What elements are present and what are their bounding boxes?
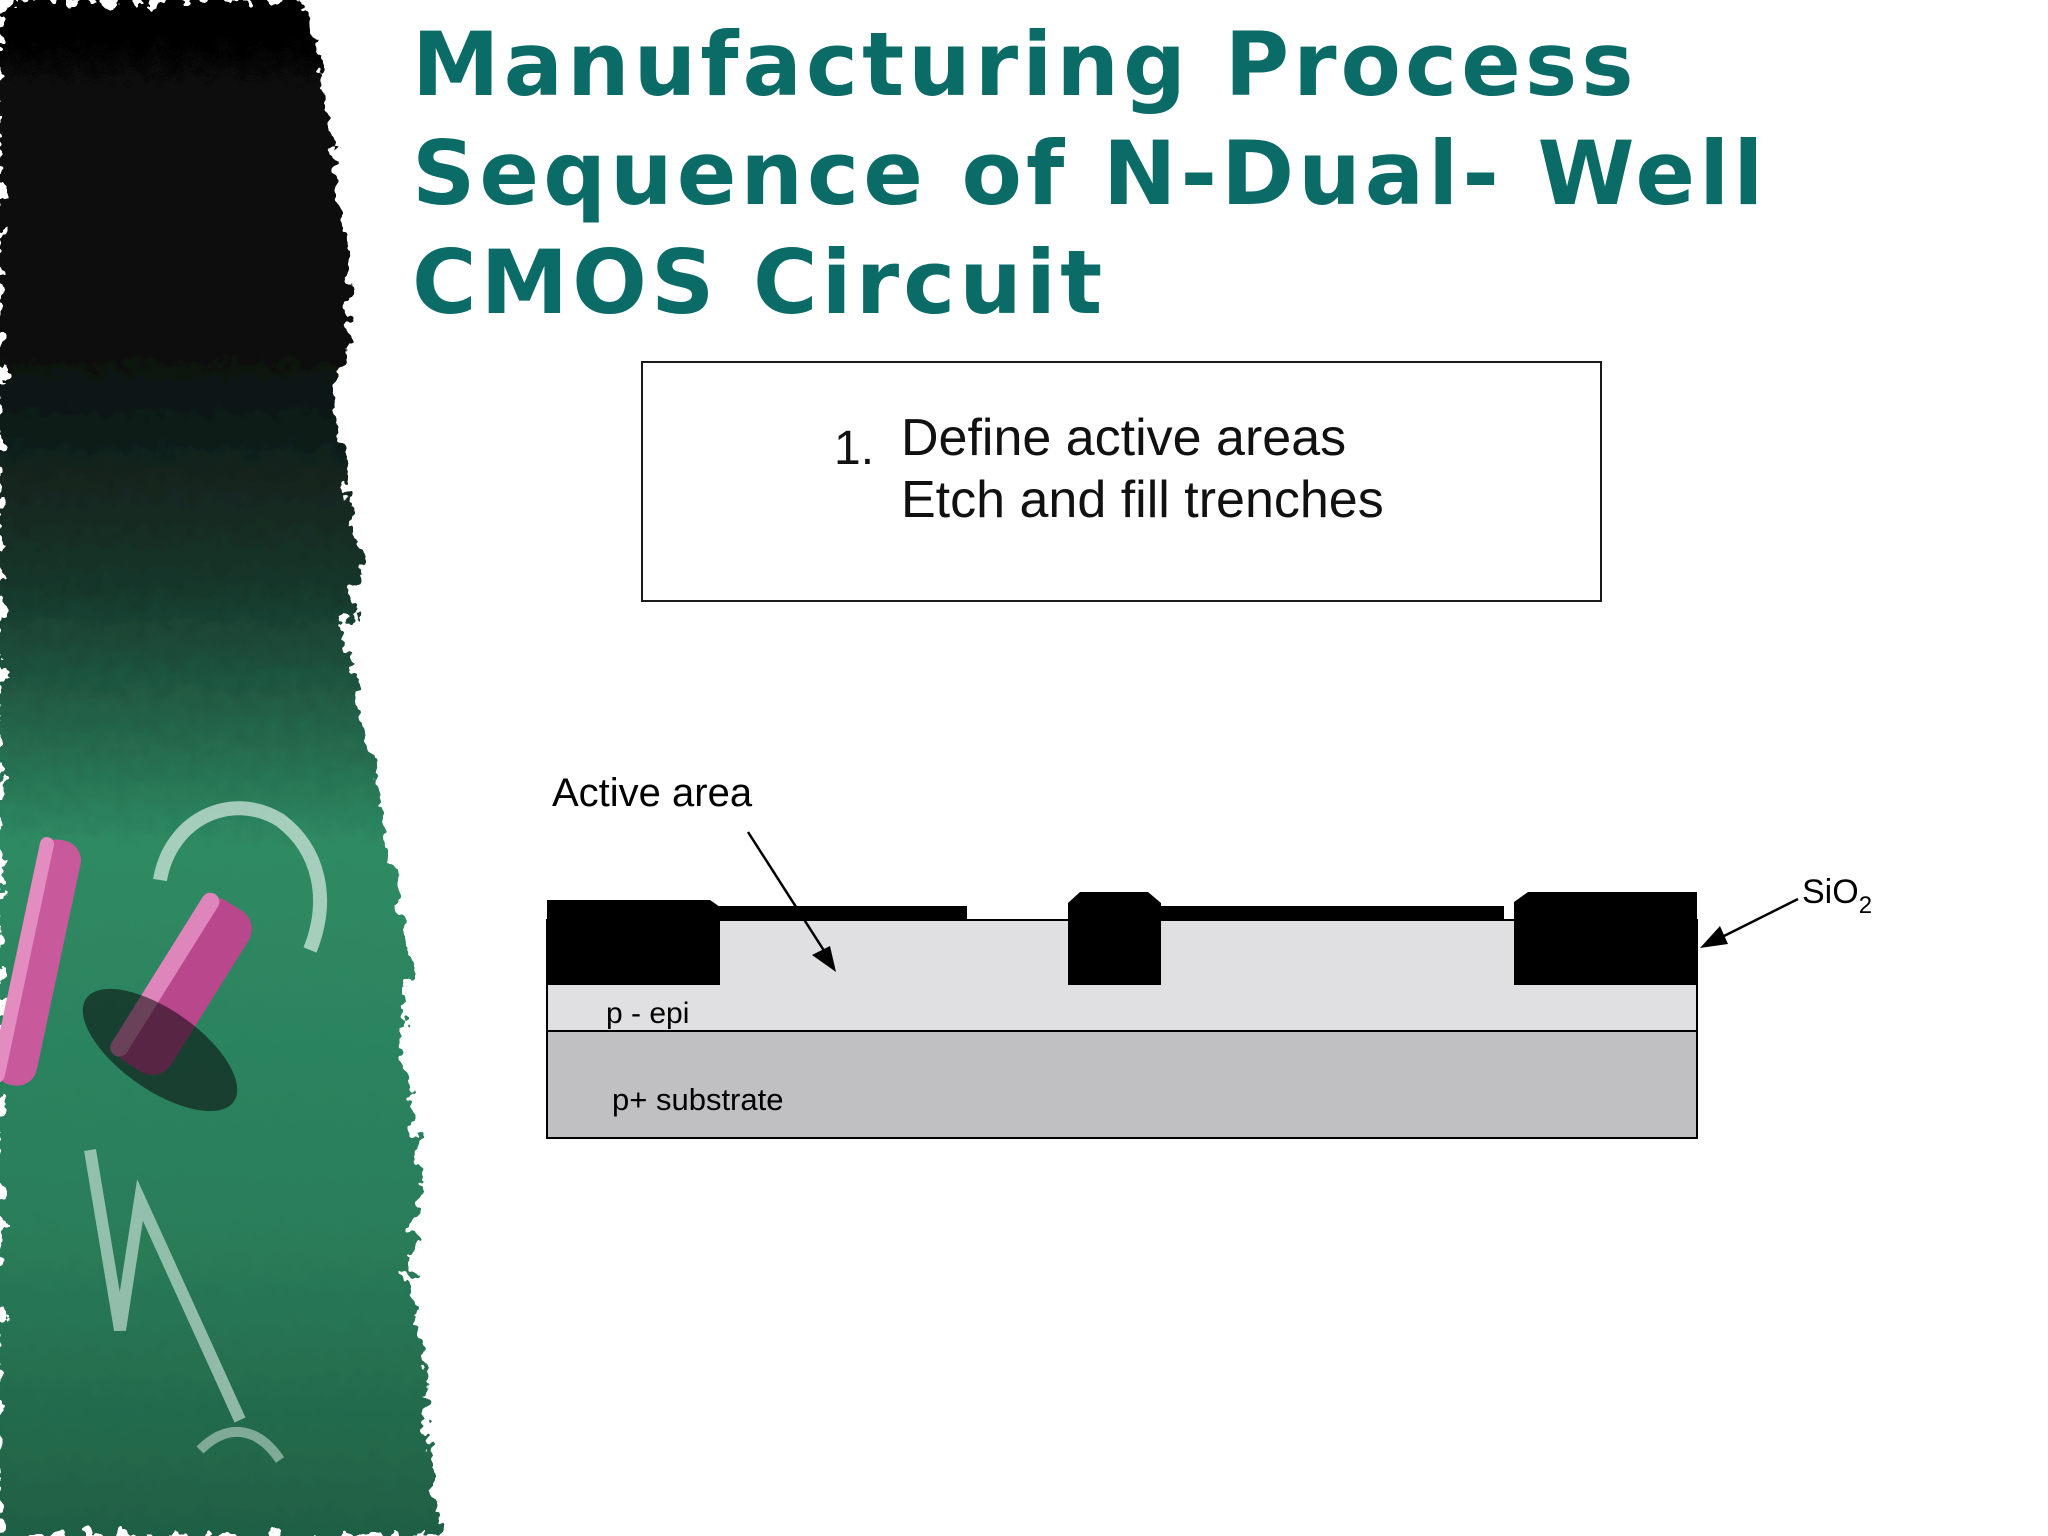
chalkboard-art (0, 0, 440, 1536)
chalk-scribble-icon (153, 801, 327, 953)
step-box: 1. Define active areas Etch and fill tre… (641, 361, 1602, 602)
title-line-2: Sequence of N-Dual- Well (412, 122, 1768, 225)
cmos-cross-section: Active area p - epi p+ substrate SiO2 (546, 771, 1872, 1139)
trench-oxide-left (547, 900, 720, 985)
step-number: 1. (834, 422, 875, 475)
sio2-label-subscript: 2 (1859, 892, 1872, 919)
slide-title: Manufacturing Process Sequence of N-Dual… (412, 10, 1972, 337)
trench-oxide-middle-body (1068, 892, 1161, 985)
chalk-scribble-icon (84, 1149, 246, 1423)
chalk-stick-icon (0, 837, 81, 1086)
arrowhead-icon (812, 946, 836, 972)
sio2-label: SiO2 (1802, 873, 1872, 919)
substrate-label: p+ substrate (612, 1082, 783, 1117)
title-line-3: CMOS Circuit (412, 231, 1107, 334)
active-area-pointer (746, 831, 832, 961)
trench-oxide-right (1514, 892, 1697, 985)
step-description: Define active areas Etch and fill trench… (901, 407, 1384, 531)
chalk-scribble-icon (196, 1427, 285, 1463)
title-line-1: Manufacturing Process (412, 13, 1638, 116)
epi-label: p - epi (606, 997, 689, 1030)
substrate-layer (546, 1030, 1698, 1139)
chalkboard-shape (0, 0, 440, 1536)
arrowhead-icon (1700, 926, 1728, 948)
active-area-label: Active area (552, 771, 753, 815)
sio2-label-base: SiO (1802, 873, 1859, 911)
sio2-pointer (1715, 897, 1799, 942)
thin-oxide-left (717, 906, 967, 920)
step-line-2: Etch and fill trenches (901, 471, 1384, 529)
thin-oxide-right (1161, 906, 1504, 920)
step-line-1: Define active areas (901, 409, 1347, 467)
